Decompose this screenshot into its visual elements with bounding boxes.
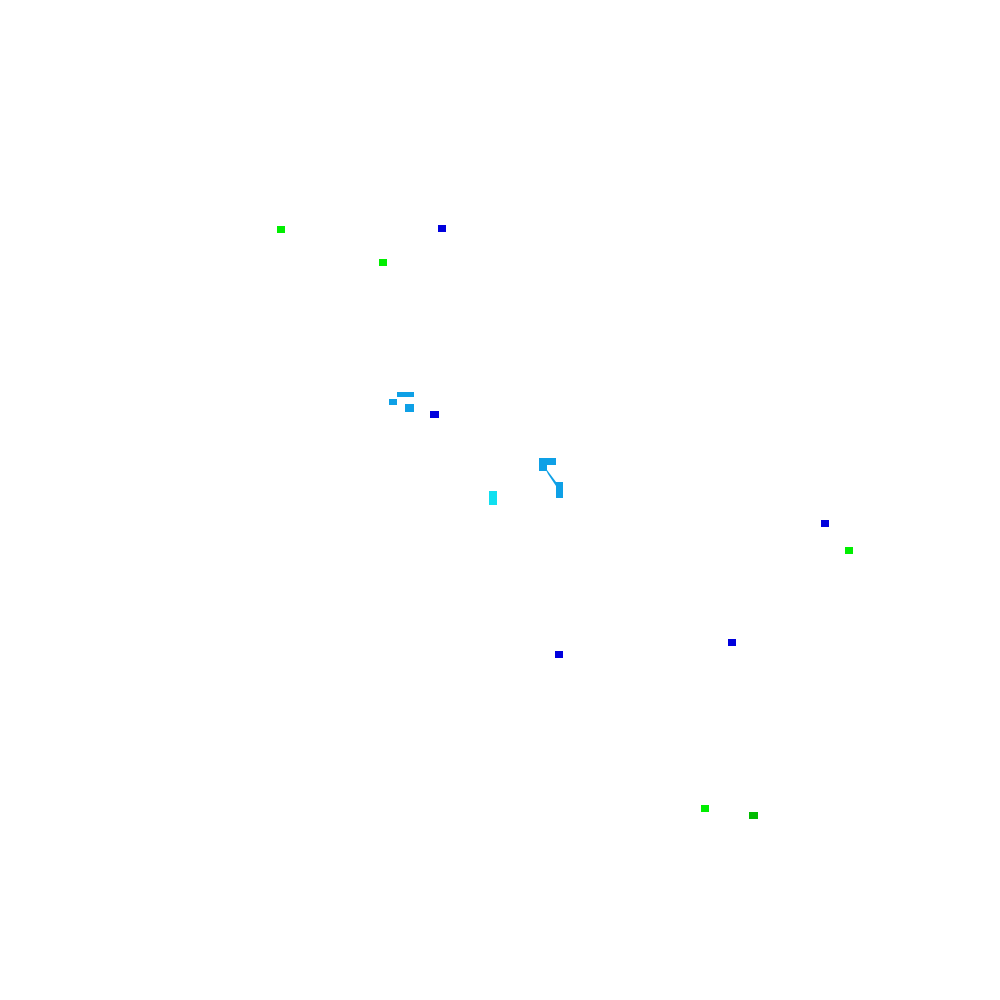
marker-light-blue-6 (405, 404, 414, 412)
marker-blue-7 (430, 411, 439, 418)
marker-light-blue-8 (539, 458, 556, 465)
marker-green-13 (845, 547, 853, 554)
marker-blue-2 (438, 225, 446, 232)
marker-light-blue-5 (389, 399, 397, 405)
marker-blue-14 (728, 639, 736, 646)
marker-blue-15 (555, 651, 563, 658)
marker-light-blue-10 (544, 466, 563, 498)
marker-cyan-11 (489, 491, 497, 505)
marker-green-16 (701, 805, 709, 812)
marker-dark-green-17 (749, 812, 758, 819)
marker-green-3 (379, 259, 387, 266)
marker-blue-12 (821, 520, 829, 527)
marker-light-blue-4 (397, 392, 414, 397)
marker-light-blue-9 (539, 463, 547, 471)
marker-green-1 (277, 226, 285, 233)
